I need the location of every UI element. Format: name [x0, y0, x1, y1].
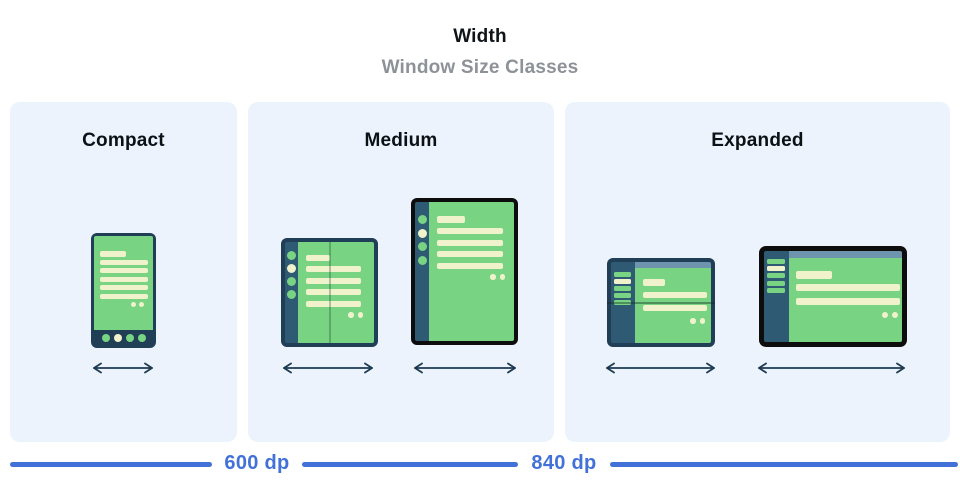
foldable-screen [298, 242, 374, 343]
top-app-bar [789, 251, 902, 258]
foldable-illustration [281, 238, 378, 347]
action-dots [796, 312, 902, 318]
content-line [306, 277, 361, 284]
panel-compact: Compact [10, 102, 237, 442]
panel-expanded: Expanded [565, 102, 950, 442]
phone-screen [94, 236, 153, 330]
rail-dot-icon [417, 255, 427, 265]
phone-illustration [91, 233, 156, 348]
ruler-line-segment [610, 462, 958, 467]
nav-dot-icon [113, 333, 122, 342]
rail-item-icon [614, 300, 631, 305]
action-dot-icon [882, 312, 888, 318]
nav-rail [285, 242, 298, 343]
width-arrow-icon [606, 362, 715, 374]
action-dot-icon [699, 318, 705, 324]
action-dots [100, 301, 153, 307]
action-dot-icon [490, 274, 496, 280]
top-app-bar [635, 262, 711, 268]
panel-medium-label: Medium [364, 130, 438, 151]
content-line [100, 260, 148, 265]
action-dot-icon [892, 312, 898, 318]
content-line [100, 268, 148, 274]
content-line [643, 305, 707, 311]
nav-dot-icon [101, 333, 110, 342]
content-line [100, 276, 148, 282]
action-dot-icon [357, 312, 363, 318]
diagram-subtitle: Window Size Classes [381, 57, 579, 78]
nav-rail [415, 202, 429, 341]
content-line [437, 251, 503, 257]
content-line [796, 284, 900, 291]
ruler-line-segment [10, 462, 212, 467]
action-dots [643, 318, 711, 324]
rail-dot-icon [287, 277, 296, 286]
panel-medium: Medium [248, 102, 554, 442]
rail-item-icon [614, 279, 631, 284]
tablet-portrait-illustration [411, 198, 518, 345]
width-arrow-icon [283, 362, 373, 374]
rail-item-icon [767, 259, 785, 264]
rail-item-icon [767, 266, 785, 272]
content-area [635, 268, 711, 343]
content-title-bar [306, 255, 330, 261]
content-area [789, 258, 902, 342]
rail-item-icon [614, 272, 631, 277]
action-dots [437, 274, 514, 280]
foldable-landscape-illustration [607, 258, 715, 347]
rail-dot-icon [287, 290, 296, 299]
rail-dot-icon [417, 242, 427, 251]
rail-dot-icon [287, 251, 296, 260]
diagram-title: Width [453, 26, 507, 47]
diagram-header: Width Window Size Classes [0, 26, 960, 79]
action-dot-icon [690, 318, 696, 324]
rail-item-icon [767, 287, 785, 293]
device-main-area [789, 251, 902, 342]
content-line [437, 262, 503, 269]
content-line [796, 298, 900, 305]
content-line [437, 228, 503, 234]
nav-dot-icon [125, 333, 134, 342]
action-dots [306, 312, 374, 318]
phone-navbar [94, 330, 153, 345]
content-line [306, 289, 361, 295]
rail-item-icon [767, 273, 785, 279]
rail-dot-icon [417, 215, 427, 224]
content-line [100, 285, 148, 291]
content-title-bar [437, 216, 465, 223]
content-line [643, 292, 707, 298]
content-line [100, 293, 148, 299]
content-title-bar [100, 251, 126, 257]
action-dot-icon [499, 274, 505, 280]
action-dot-icon [139, 301, 144, 307]
breakpoint-840dp-label: 840 dp [531, 452, 597, 474]
tablet-landscape-illustration [759, 246, 907, 347]
panel-expanded-label: Expanded [711, 130, 804, 151]
action-dot-icon [348, 312, 354, 318]
content-line [306, 300, 361, 307]
breakpoint-600dp-label: 600 dp [224, 452, 290, 474]
fold-crease [329, 242, 331, 343]
width-arrow-icon [93, 362, 153, 374]
device-main-area [635, 262, 711, 343]
action-dot-icon [131, 301, 136, 307]
rail-dot-icon [417, 228, 427, 238]
content-title-bar [796, 271, 832, 279]
rail-item-icon [614, 293, 631, 298]
nav-rail [611, 262, 635, 343]
rail-item-icon [614, 286, 631, 291]
content-title-bar [643, 279, 665, 286]
content-line [437, 239, 503, 246]
width-arrow-icon [758, 362, 905, 374]
nav-rail [764, 251, 789, 342]
tablet-screen [429, 202, 514, 341]
ruler-line-segment [302, 462, 518, 467]
panel-compact-label: Compact [82, 130, 165, 151]
width-arrow-icon [414, 362, 516, 374]
content-line [306, 266, 361, 272]
fold-crease [607, 302, 715, 304]
rail-dot-icon [287, 264, 296, 273]
rail-item-icon [767, 280, 785, 286]
nav-dot-icon [137, 333, 146, 342]
